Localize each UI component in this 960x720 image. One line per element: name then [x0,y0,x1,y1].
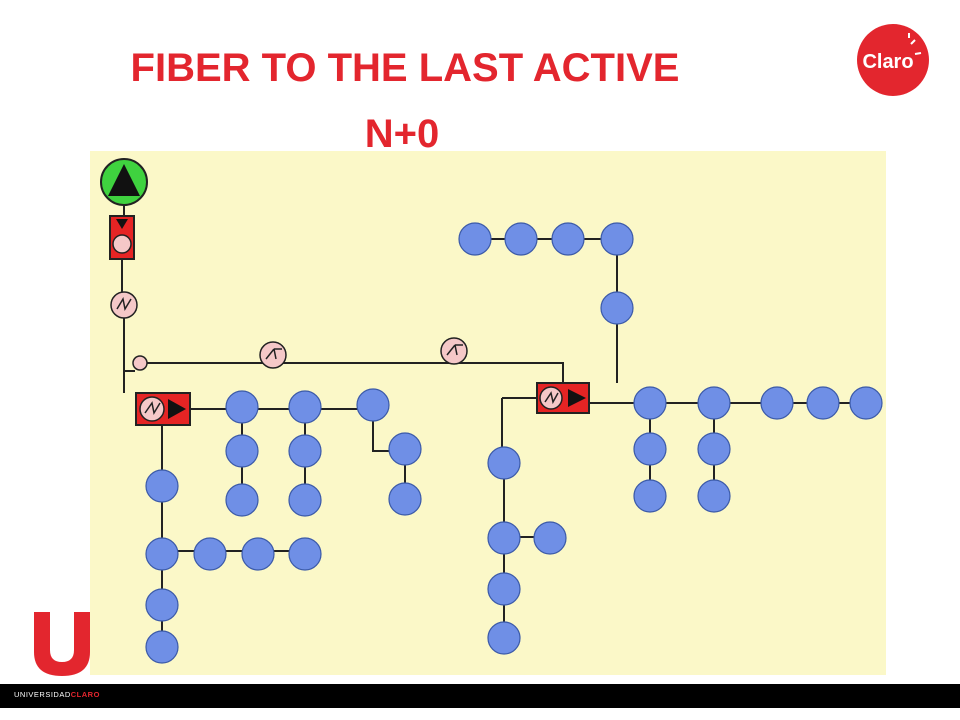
tap-node-icon [849,386,883,420]
tap-node-icon [225,434,259,468]
tap-node-icon [633,386,667,420]
network-diagram [90,151,886,675]
tap-node-icon [145,630,179,664]
tap-node-icon [487,521,521,555]
tap-node-icon [697,479,731,513]
tap-node-icon [697,386,731,420]
devices [100,158,590,426]
tap-node-icon [600,222,634,256]
slide-subtitle: N+0 [364,112,440,156]
tap-node-icon [225,390,259,424]
optical-node-icon [259,341,287,369]
tap-node-icon [288,434,322,468]
amplifier-icon [568,389,586,407]
tap-node-icon [388,482,422,516]
tap-node-icon [288,537,322,571]
tap-node-icon [145,469,179,503]
fiber-line [147,362,564,383]
tap-node-icon [487,572,521,606]
amplifier-icon [168,399,186,419]
splitter-node-icon [132,355,148,371]
optical-node-icon [440,337,468,365]
tap-node-icon [633,479,667,513]
tap-node-icon [551,222,585,256]
tap-node-icon [288,483,322,517]
tap-node-icon [487,446,521,480]
transmitter-node-icon [112,234,132,254]
amplifier-node-icon [139,396,165,422]
footer-bar [0,684,960,708]
claro-logo: Claro [857,24,929,96]
tap-node-icon [225,483,259,517]
tap-node-icon [288,390,322,424]
tap-node-icon [193,537,227,571]
tap-nodes [145,222,883,664]
tap-node-icon [697,432,731,466]
tap-node-icon [388,432,422,466]
tap-node-icon [600,291,634,325]
slide-title: FIBER TO THE LAST ACTIVE [130,46,680,90]
tap-node-icon [241,537,275,571]
amplifier-node-icon [539,386,563,410]
tap-node-icon [760,386,794,420]
tap-node-icon [806,386,840,420]
claro-logo-text: Claro [862,51,913,73]
tap-node-icon [356,388,390,422]
tap-node-icon [487,621,521,655]
headend-triangle-icon [108,164,140,196]
universidad-claro-logo [34,612,90,676]
tap-node-icon [458,222,492,256]
tap-node-icon [633,432,667,466]
tap-node-icon [533,521,567,555]
transmitter-arrow-icon [116,219,128,229]
tap-node-icon [145,588,179,622]
footer-label: UNIVERSIDADCLARO [14,690,100,699]
tap-node-icon [504,222,538,256]
tap-node-icon [145,537,179,571]
